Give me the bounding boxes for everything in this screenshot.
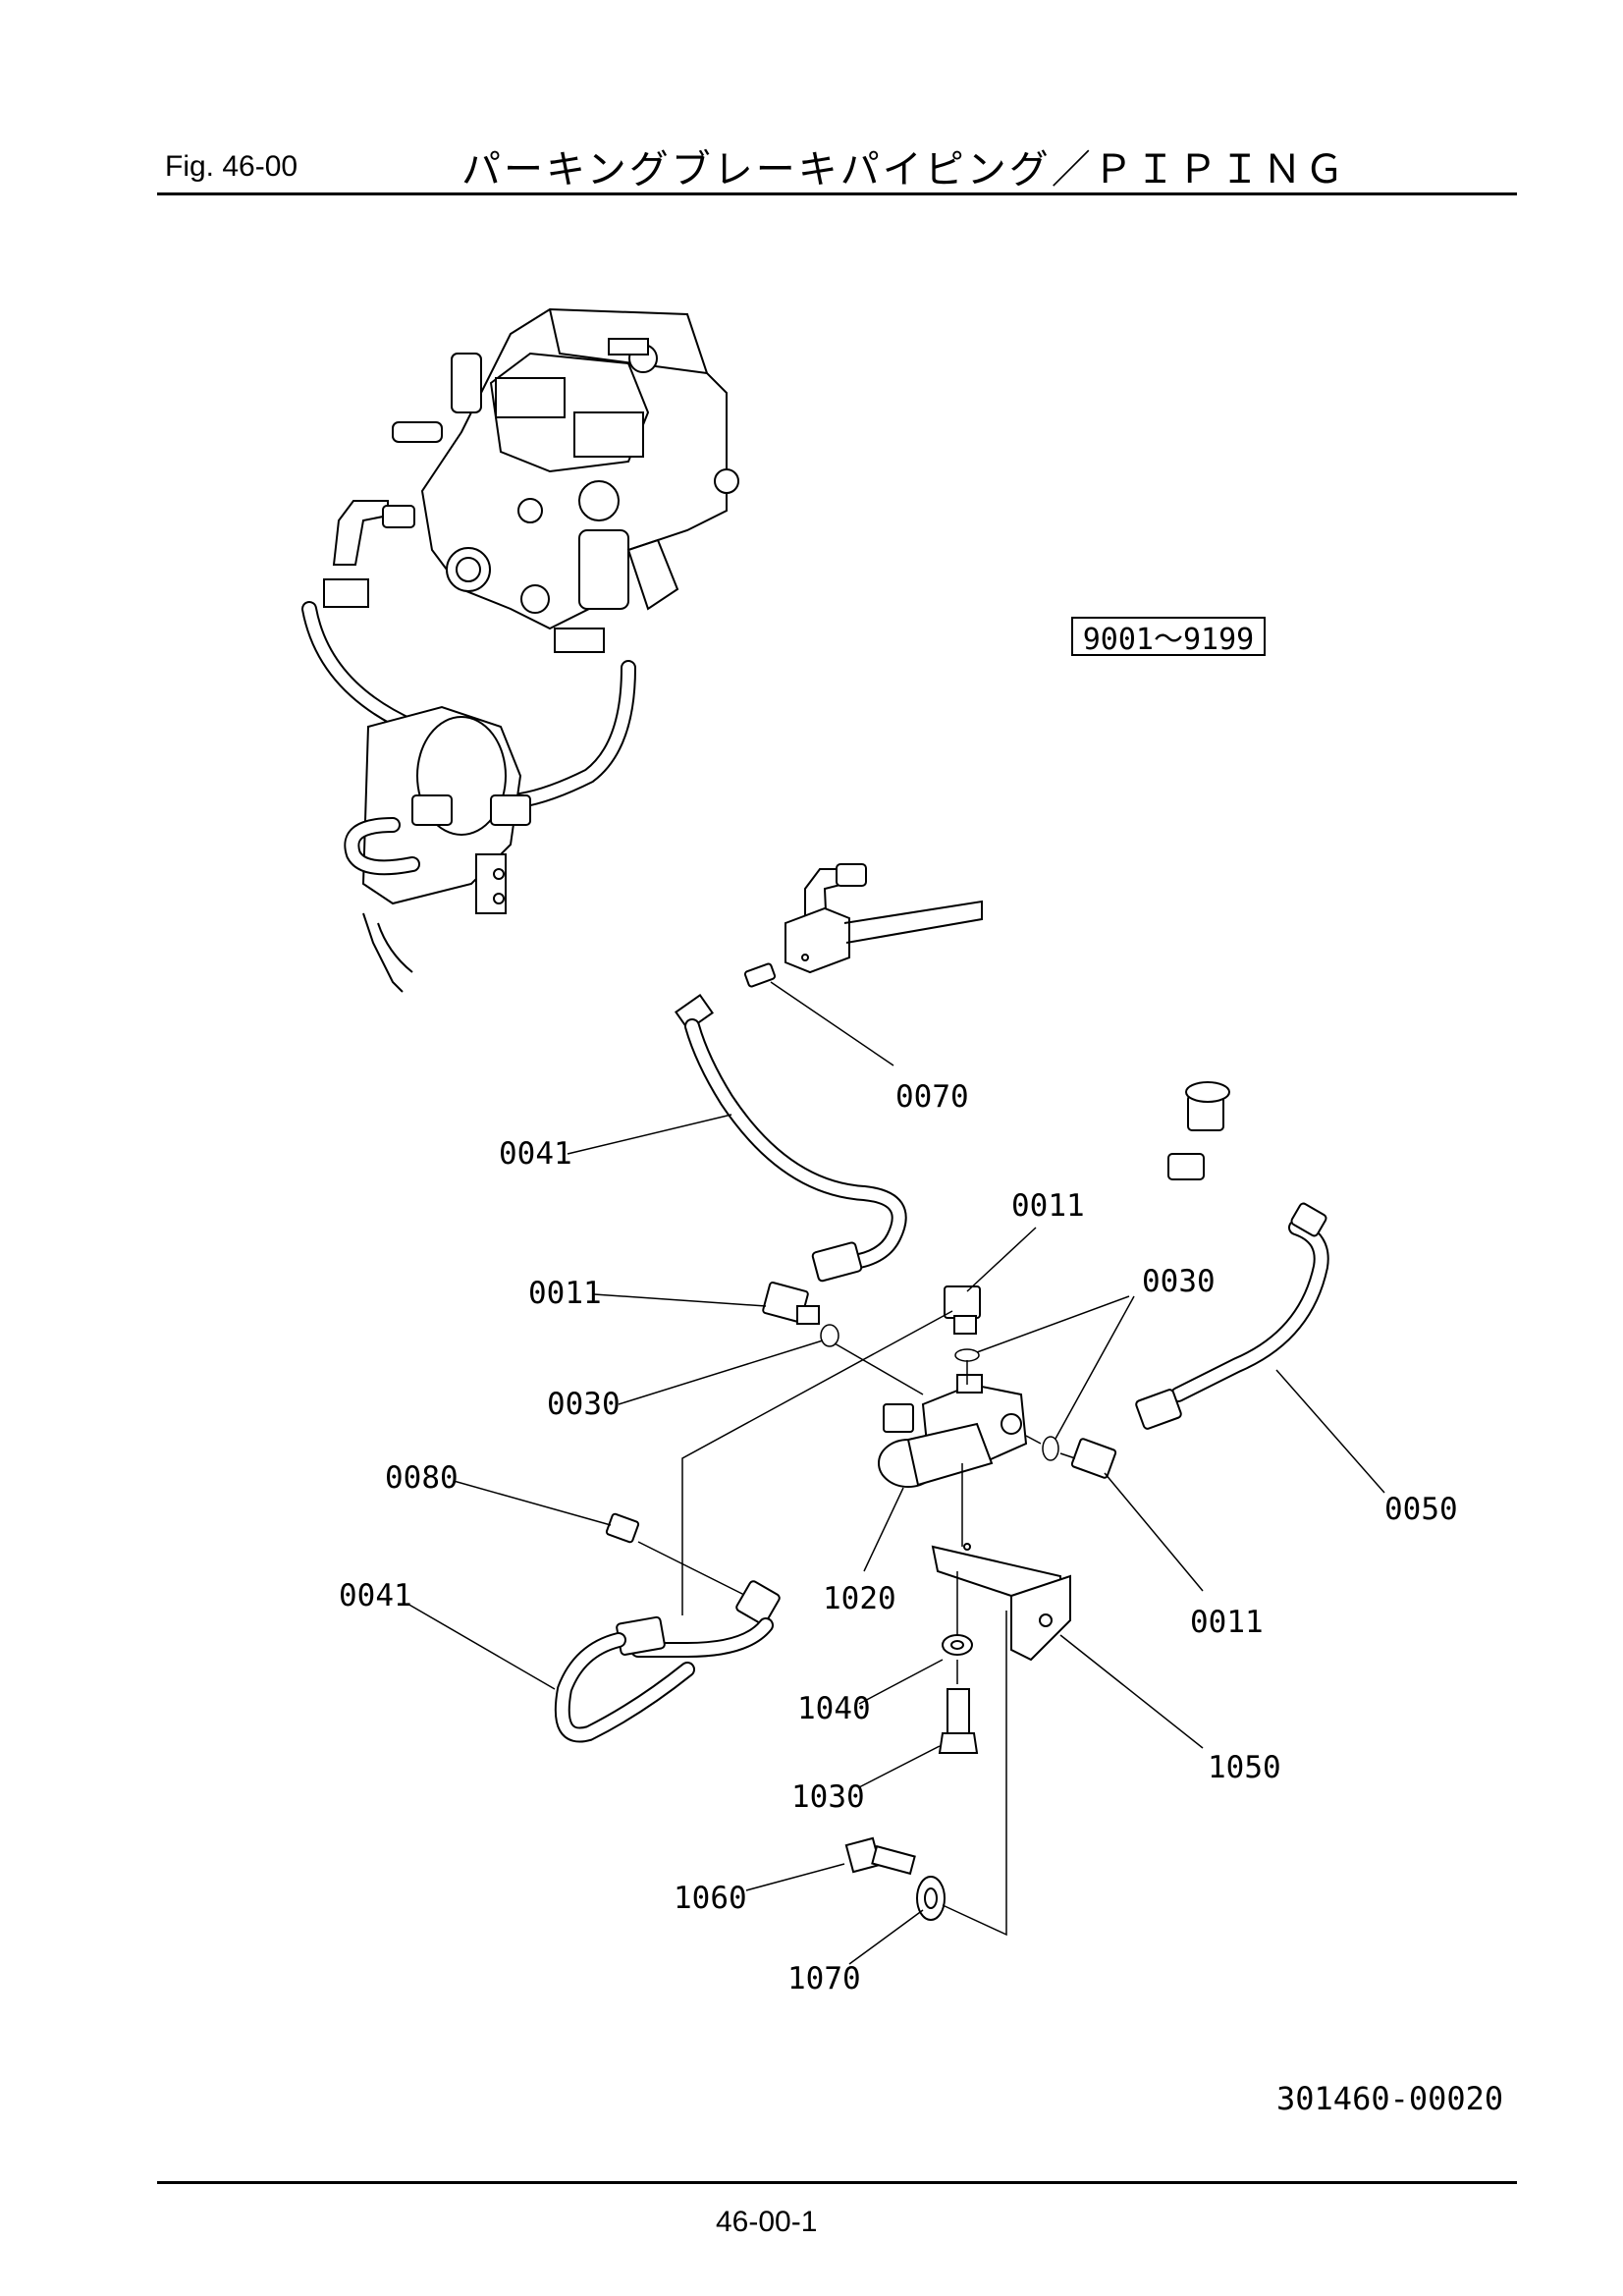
callout-0041-upper: 0041	[499, 1136, 572, 1172]
serial-range-box: 9001～9199	[1071, 617, 1266, 657]
callout-0011-left: 0011	[528, 1276, 602, 1311]
callout-0080: 0080	[385, 1460, 459, 1496]
valve-1020-assembly	[681, 1282, 1117, 1937]
callout-0030-left: 0030	[547, 1387, 621, 1422]
callout-0011-top: 0011	[1011, 1188, 1085, 1224]
callout-1050: 1050	[1208, 1750, 1281, 1785]
hose-0041-upper	[675, 993, 907, 1283]
callout-0050: 0050	[1384, 1492, 1458, 1527]
hose-0041-lower	[554, 1512, 781, 1743]
footer-rule	[157, 2181, 1517, 2184]
page-title: パーキングブレーキパイピング／ＰＩＰＩＮＧ	[461, 147, 1347, 192]
hose-0050	[1135, 1081, 1329, 1430]
pump-assembly	[301, 307, 739, 993]
drawing-number: 301460-00020	[1276, 2080, 1504, 2117]
leader-lines	[406, 981, 1385, 1965]
header-rule	[157, 192, 1517, 195]
page-number: 46-00-1	[716, 2206, 818, 2238]
callout-1040: 1040	[797, 1691, 871, 1726]
figure-number: Fig. 46-00	[165, 150, 298, 183]
callout-0011-right: 0011	[1190, 1605, 1264, 1640]
callout-1030: 1030	[791, 1779, 865, 1815]
callout-0041-lower: 0041	[339, 1578, 412, 1613]
callout-0030-right: 0030	[1142, 1264, 1216, 1299]
fitting-0070-assembly	[743, 863, 983, 988]
callout-1060: 1060	[674, 1881, 747, 1916]
callout-1020: 1020	[823, 1581, 896, 1616]
callout-1070: 1070	[787, 1961, 861, 1996]
callout-0070: 0070	[895, 1079, 969, 1115]
